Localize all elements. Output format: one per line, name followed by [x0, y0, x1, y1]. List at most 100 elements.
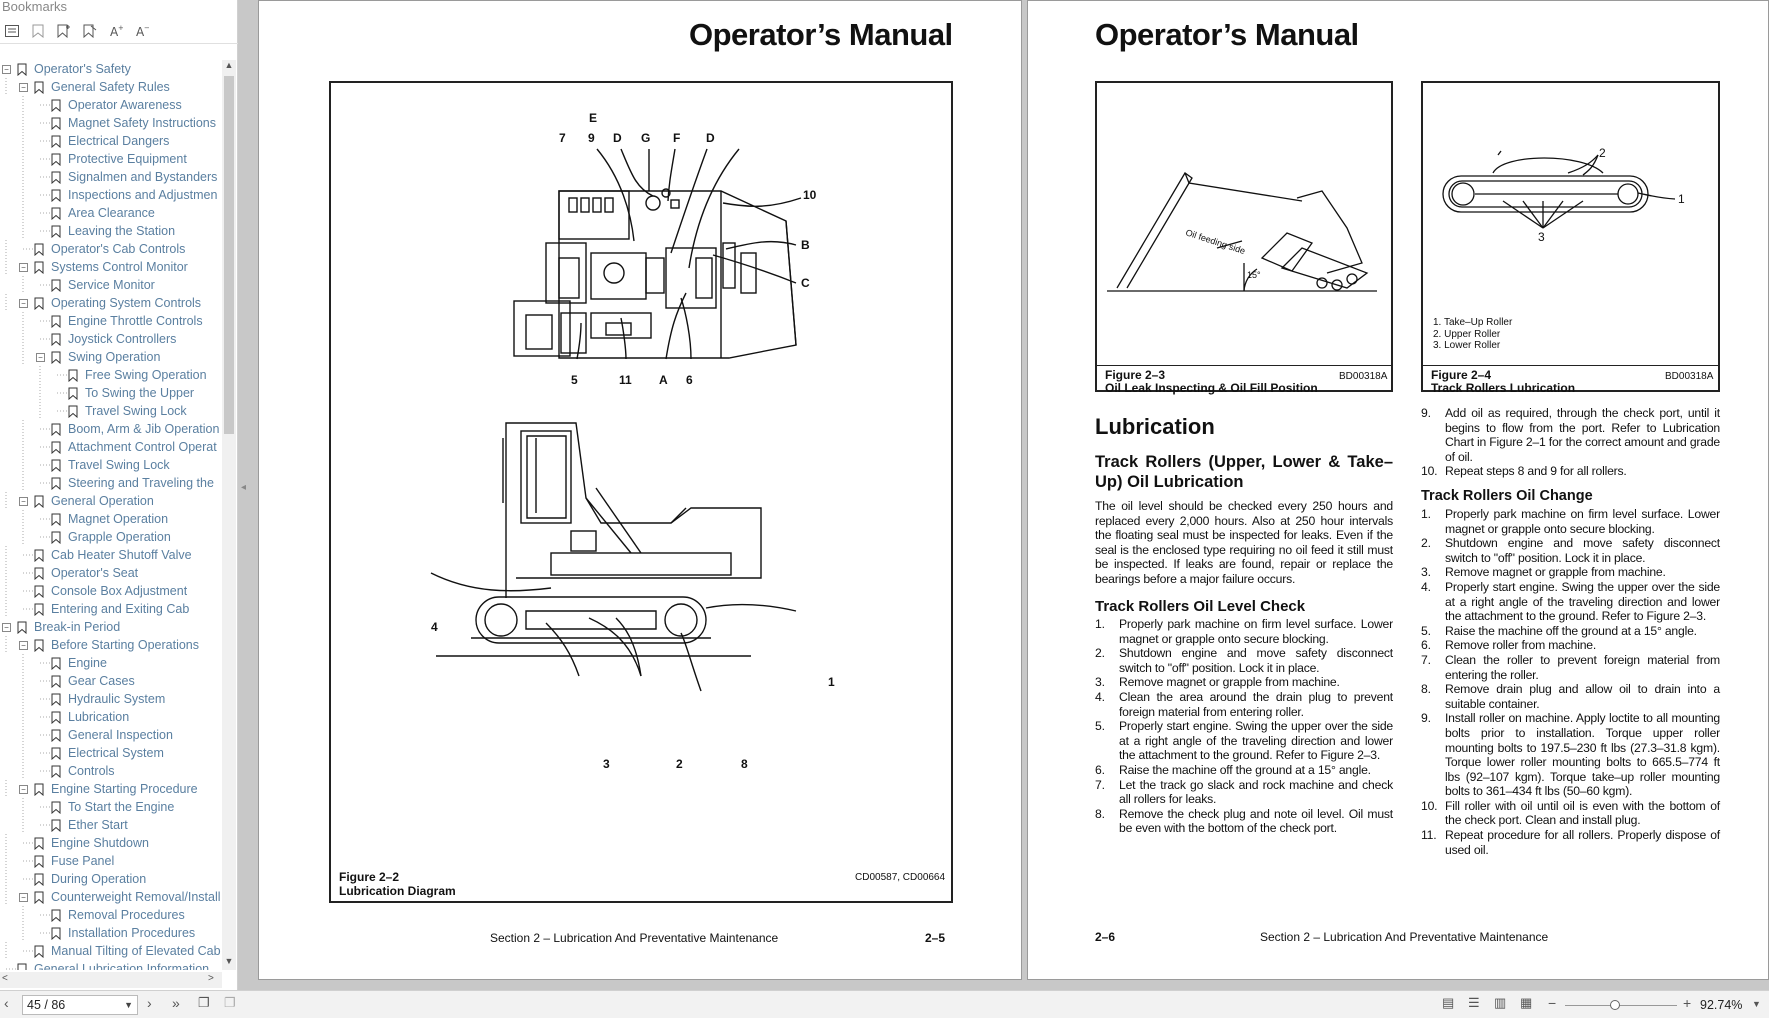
bookmark-item[interactable]: Engine Shutdown: [19, 834, 149, 852]
prev-page-icon[interactable]: ‹: [4, 995, 9, 1011]
collapse-toggle-icon[interactable]: −: [36, 352, 45, 362]
facing-continuous-view-icon[interactable]: ▦: [1520, 995, 1533, 1010]
zoom-slider-knob[interactable]: [1610, 1000, 1620, 1010]
bookmark-item[interactable]: Travel Swing Lock: [36, 456, 170, 474]
bookmark-item[interactable]: Manual Tilting of Elevated Cab: [19, 942, 221, 960]
bookmark-item[interactable]: During Operation: [19, 870, 146, 888]
bookmark-item[interactable]: Removal Procedures: [36, 906, 185, 924]
bookmark-item[interactable]: Travel Swing Lock: [53, 402, 187, 420]
font-smaller-icon[interactable]: A−: [132, 21, 152, 41]
bookmark-item[interactable]: Hydraulic System: [36, 690, 165, 708]
step-number: 11.: [1421, 828, 1437, 843]
bookmark-item[interactable]: Inspections and Adjustmen: [36, 186, 217, 204]
bookmark-item[interactable]: Service Monitor: [36, 276, 155, 294]
collapse-toggle-icon[interactable]: −: [19, 892, 28, 902]
bookmark-item[interactable]: Magnet Operation: [36, 510, 168, 528]
single-page-view-icon[interactable]: ▤: [1442, 995, 1455, 1010]
scroll-right-icon[interactable]: >: [208, 973, 214, 984]
bookmark-item[interactable]: Console Box Adjustment: [19, 582, 187, 600]
collapse-toggle-icon[interactable]: −: [2, 622, 11, 632]
bookmark-item[interactable]: Operator's Seat: [19, 564, 138, 582]
zoom-out-icon[interactable]: −: [1548, 995, 1557, 1011]
page-number-input[interactable]: 45 / 86 ▼: [22, 995, 138, 1015]
bookmark-item[interactable]: Installation Procedures: [36, 924, 195, 942]
bookmark-item[interactable]: Grapple Operation: [36, 528, 171, 546]
bookmark-item[interactable]: Steering and Traveling the: [36, 474, 214, 492]
bookmark-item[interactable]: Joystick Controllers: [36, 330, 176, 348]
bookmark-item[interactable]: −Operator's Safety: [2, 60, 131, 78]
bookmark-item[interactable]: −Break-in Period: [2, 618, 120, 636]
bookmark-icon[interactable]: [28, 21, 48, 41]
bookmark-add-icon[interactable]: [54, 21, 74, 41]
copy-page-icon[interactable]: ❐: [198, 995, 210, 1010]
collapse-toggle-icon[interactable]: −: [19, 262, 28, 272]
bookmark-item[interactable]: Free Swing Operation: [53, 366, 207, 384]
collapse-toggle-icon[interactable]: −: [19, 82, 28, 92]
bookmark-item[interactable]: General Inspection: [36, 726, 173, 744]
bookmark-item[interactable]: To Start the Engine: [36, 798, 174, 816]
bookmark-item[interactable]: Attachment Control Operat: [36, 438, 217, 456]
zoom-slider-track[interactable]: [1565, 1005, 1677, 1006]
bookmark-item[interactable]: −Systems Control Monitor: [19, 258, 188, 276]
collapse-sidebar-icon[interactable]: ◂: [241, 482, 247, 493]
tree-vertical-scrollbar[interactable]: ▲ ▼: [222, 60, 236, 970]
bookmark-item[interactable]: Lubrication: [36, 708, 129, 726]
bookmark-item[interactable]: Electrical Dangers: [36, 132, 169, 150]
chevron-down-icon[interactable]: ▼: [124, 1000, 133, 1010]
bookmark-item[interactable]: −Engine Starting Procedure: [19, 780, 198, 798]
collapse-toggle-icon[interactable]: −: [19, 298, 28, 308]
paste-page-icon[interactable]: ❐: [224, 995, 236, 1010]
bookmark-item[interactable]: Electrical System: [36, 744, 164, 762]
collapse-toggle-icon[interactable]: −: [19, 784, 28, 794]
bookmark-item[interactable]: −Operating System Controls: [19, 294, 201, 312]
bookmark-item[interactable]: Controls: [36, 762, 115, 780]
fig-label-b: B: [801, 238, 810, 252]
continuous-view-icon[interactable]: ☰: [1468, 995, 1480, 1010]
bookmark-remove-icon[interactable]: [80, 21, 100, 41]
font-larger-icon[interactable]: A+: [106, 21, 126, 41]
bookmark-item[interactable]: Boom, Arm & Jib Operation: [36, 420, 219, 438]
bookmark-item[interactable]: Fuse Panel: [19, 852, 114, 870]
document-view[interactable]: Operator’s Manual: [250, 0, 1769, 990]
collapse-toggle-icon[interactable]: −: [2, 64, 11, 74]
bookmark-item[interactable]: −General Operation: [19, 492, 154, 510]
bookmark-item[interactable]: Leaving the Station: [36, 222, 175, 240]
scroll-left-icon[interactable]: <: [2, 973, 8, 984]
bookmark-item[interactable]: −General Safety Rules: [19, 78, 170, 96]
bookmark-item[interactable]: Entering and Exiting Cab: [19, 600, 189, 618]
bookmark-item[interactable]: −Counterweight Removal/Install: [19, 888, 221, 906]
zoom-dropdown-icon[interactable]: ▼: [1752, 999, 1761, 1009]
bookmark-item[interactable]: Operator Awareness: [36, 96, 182, 114]
angle-label: 15°: [1247, 270, 1261, 280]
bookmark-item[interactable]: −Swing Operation: [36, 348, 160, 366]
step-text: Remove roller from machine.: [1445, 638, 1597, 653]
collapse-toggle-icon[interactable]: −: [19, 496, 28, 506]
bookmark-item[interactable]: −Before Starting Operations: [19, 636, 199, 654]
bookmark-item[interactable]: Engine Throttle Controls: [36, 312, 203, 330]
bookmark-item[interactable]: Ether Start: [36, 816, 128, 834]
zoom-level[interactable]: 92.74%: [1700, 998, 1743, 1012]
facing-view-icon[interactable]: ▥: [1494, 995, 1507, 1010]
bookmark-item[interactable]: Operator's Cab Controls: [19, 240, 185, 258]
step-text: Remove drain plug and allow oil to drain…: [1445, 682, 1720, 711]
bookmark-item[interactable]: Magnet Safety Instructions: [36, 114, 216, 132]
tree-horizontal-scrollbar[interactable]: < >: [0, 972, 222, 988]
scroll-down-icon[interactable]: ▼: [224, 956, 234, 966]
next-page-icon[interactable]: ›: [147, 995, 152, 1011]
bookmark-item[interactable]: Cab Heater Shutoff Valve: [19, 546, 192, 564]
last-page-icon[interactable]: »: [172, 995, 180, 1011]
bookmark-item[interactable]: General Lubrication Information: [2, 960, 209, 970]
outline-icon[interactable]: [2, 21, 22, 41]
collapse-toggle-icon[interactable]: −: [19, 640, 28, 650]
bookmark-label: Grapple Operation: [68, 530, 171, 544]
bookmark-item[interactable]: Engine: [36, 654, 107, 672]
scroll-thumb[interactable]: [224, 76, 234, 434]
zoom-in-icon[interactable]: +: [1683, 995, 1692, 1011]
bookmark-label: Entering and Exiting Cab: [51, 602, 190, 616]
bookmark-item[interactable]: Protective Equipment: [36, 150, 187, 168]
scroll-up-icon[interactable]: ▲: [224, 60, 234, 70]
bookmark-item[interactable]: Gear Cases: [36, 672, 135, 690]
bookmark-item[interactable]: Area Clearance: [36, 204, 155, 222]
bookmark-item[interactable]: Signalmen and Bystanders: [36, 168, 217, 186]
bookmark-item[interactable]: To Swing the Upper: [53, 384, 194, 402]
